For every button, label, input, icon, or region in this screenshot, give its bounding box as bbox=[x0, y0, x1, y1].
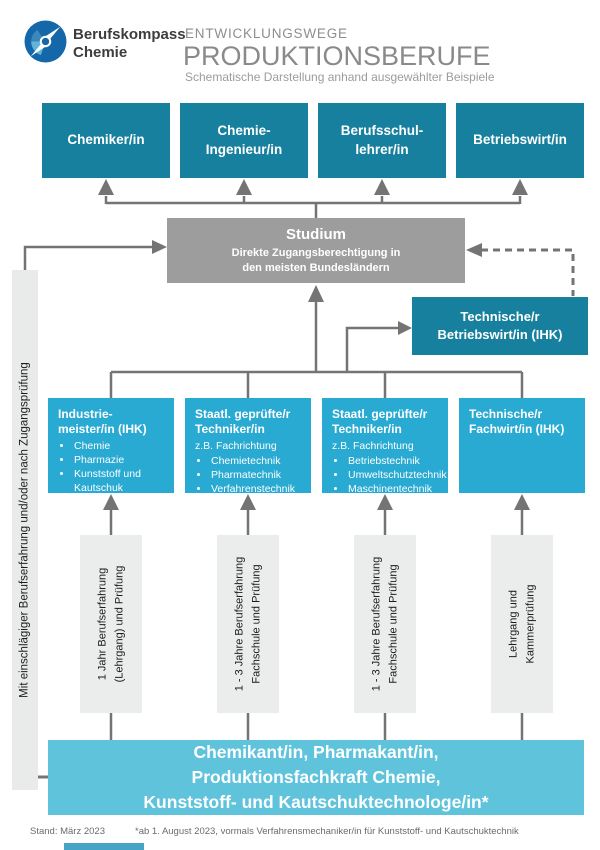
studium-subtitle: Direkte Zugangsberechtigung in den meist… bbox=[231, 247, 401, 274]
arrow-up-icon bbox=[308, 285, 324, 302]
qual-bullet-list: Betriebstechnik Umweltschutztechnik Masc… bbox=[332, 455, 447, 497]
qual-bullet: Umweltschutztechnik bbox=[347, 469, 447, 483]
qual-box-fachwirt: Technische/r Fachwirt/in (IHK) bbox=[459, 398, 585, 493]
arrowheads bbox=[98, 179, 530, 510]
studium-title: Studium bbox=[286, 226, 346, 244]
career-box-chemiker: Chemiker/in bbox=[42, 103, 170, 178]
career-box-chemieingenieur: Chemie- Ingenieur/in bbox=[180, 103, 308, 178]
qual-box-techniker-2: Staatl. geprüfte/r Techniker/in z.B. Fac… bbox=[322, 398, 448, 495]
qual-intro: z.B. Fachrichtung bbox=[332, 440, 414, 452]
qual-box-techniker-1: Staatl. geprüfte/r Techniker/in z.B. Fac… bbox=[185, 398, 311, 495]
qual-bullet: Kunststoff und Kautschuk bbox=[73, 468, 168, 496]
qual-title: Industrie- meister/in (IHK) bbox=[58, 407, 147, 436]
page-subtitle: Schematische Darstellung anhand ausgewäh… bbox=[185, 70, 495, 84]
experience-box-1: 1 Jahr Berufserfahrung (Lehrgang) und Pr… bbox=[80, 535, 142, 713]
qual-box-industriemeister: Industrie- meister/in (IHK) Chemie Pharm… bbox=[48, 398, 174, 496]
footer-date: Stand: März 2023 bbox=[30, 826, 105, 837]
arrow-up-icon bbox=[514, 494, 530, 510]
qual-bullet: Pharmazie bbox=[73, 454, 168, 468]
qual-bullet-list: Chemietechnik Pharmatechnik Verfahrenste… bbox=[195, 455, 305, 497]
qual-bullet-list: Chemie Pharmazie Kunststoff und Kautschu… bbox=[58, 440, 168, 496]
bottom-accent-bar bbox=[64, 843, 144, 850]
arrow-left-icon bbox=[466, 243, 482, 257]
qual-title: Staatl. geprüfte/r Techniker/in bbox=[332, 407, 428, 436]
qual-title: Staatl. geprüfte/r Techniker/in bbox=[195, 407, 291, 436]
arrow-up-icon bbox=[240, 494, 256, 510]
experience-box-3: 1 - 3 Jahre Berufserfahrung Fachschule u… bbox=[354, 535, 416, 713]
qual-intro: z.B. Fachrichtung bbox=[195, 440, 277, 452]
footer-footnote: *ab 1. August 2023, vormals Verfahrensme… bbox=[135, 826, 519, 837]
arrow-up-icon bbox=[98, 179, 114, 195]
qual-bullet: Betriebstechnik bbox=[347, 455, 442, 469]
experience-side-bar: Mit einschlägiger Berufserfahrung und/od… bbox=[12, 270, 38, 790]
page-title: PRODUKTIONSBERUFE bbox=[183, 41, 491, 71]
dashed-feedback-line bbox=[481, 248, 575, 296]
arrow-up-icon bbox=[374, 179, 390, 195]
experience-box-2: 1 - 3 Jahre Berufserfahrung Fachschule u… bbox=[217, 535, 279, 713]
arrow-up-icon bbox=[103, 494, 119, 510]
experience-label: 1 - 3 Jahre Berufserfahrung Fachschule u… bbox=[233, 556, 263, 692]
experience-label: 1 Jahr Berufserfahrung (Lehrgang) und Pr… bbox=[96, 565, 126, 683]
studium-box: Studium Direkte Zugangsberechtigung in d… bbox=[167, 218, 465, 283]
qual-bullet: Chemie bbox=[73, 440, 168, 454]
experience-label: Lehrgang und Kammerprüfung bbox=[507, 584, 537, 664]
base-occupations-box: Chemikant/in, Pharmakant/in, Produktions… bbox=[48, 740, 584, 815]
qual-bullet: Verfahrenstechnik bbox=[210, 483, 305, 497]
leftbar-to-studium-line bbox=[23, 245, 152, 270]
qual-bullet: Chemietechnik bbox=[210, 455, 305, 469]
header-kicker: ENTWICKLUNGSWEGE bbox=[185, 26, 348, 41]
qual-bullet: Maschinentechnik bbox=[347, 483, 442, 497]
arrow-right-icon bbox=[398, 321, 412, 335]
career-box-berufsschullehrer: Berufsschul- lehrer/in bbox=[318, 103, 446, 178]
experience-box-4: Lehrgang und Kammerprüfung bbox=[491, 535, 553, 713]
qual-title: Technische/r Fachwirt/in (IHK) bbox=[469, 407, 565, 436]
tech-betriebswirt-box: Technische/r Betriebswirt/in (IHK) bbox=[412, 297, 588, 355]
arrow-up-icon bbox=[512, 179, 528, 195]
qual-bullet: Pharmatechnik bbox=[210, 469, 305, 483]
career-box-betriebswirt: Betriebswirt/in bbox=[456, 103, 584, 178]
brand-name: Berufskompass Chemie bbox=[73, 26, 186, 62]
experience-label: 1 - 3 Jahre Berufserfahrung Fachschule u… bbox=[370, 556, 400, 692]
experience-side-bar-label: Mit einschlägiger Berufserfahrung und/od… bbox=[18, 362, 31, 698]
arrow-up-icon bbox=[377, 494, 393, 510]
compass-logo-icon bbox=[24, 20, 67, 63]
arrow-up-icon bbox=[236, 179, 252, 195]
arrow-right-icon bbox=[152, 240, 167, 254]
branch-to-betriebswirt-line bbox=[345, 326, 398, 372]
